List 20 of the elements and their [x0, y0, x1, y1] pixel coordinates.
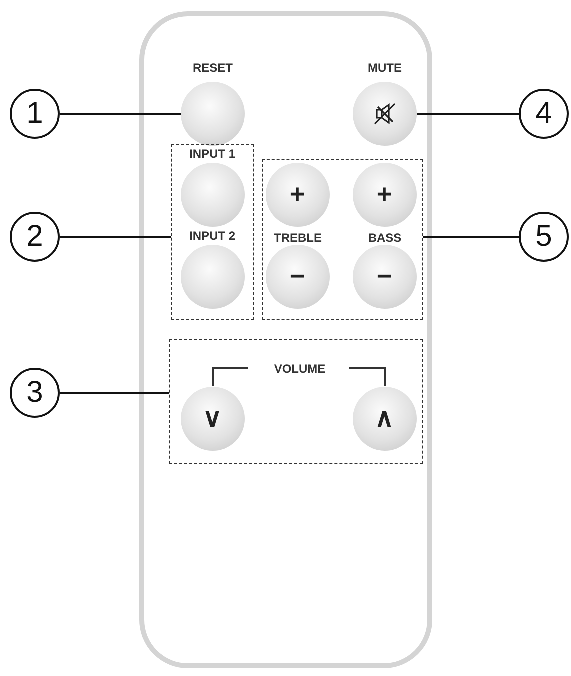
leader-line: [417, 113, 519, 115]
function-label: VOLUME: [274, 362, 326, 376]
leader-line: [60, 236, 171, 238]
function-label: BASS: [368, 231, 402, 245]
callout-number: 5: [519, 212, 569, 262]
leader-line: [423, 236, 519, 238]
dashed-group-box: [171, 144, 254, 320]
dashed-group-box: [262, 159, 423, 320]
callout-number: 1: [10, 89, 60, 139]
function-label: TREBLE: [274, 231, 322, 245]
button-label: RESET: [192, 60, 234, 76]
button-label: INPUT 2: [188, 228, 236, 244]
dashed-group-box: [169, 339, 423, 464]
callout-number: 2: [10, 212, 60, 262]
callout-number: 4: [519, 89, 569, 139]
callout-number: 3: [10, 368, 60, 418]
button-label: MUTE: [367, 60, 403, 76]
leader-line: [60, 113, 181, 115]
leader-line: [60, 392, 169, 394]
button-label: INPUT 1: [188, 146, 236, 162]
